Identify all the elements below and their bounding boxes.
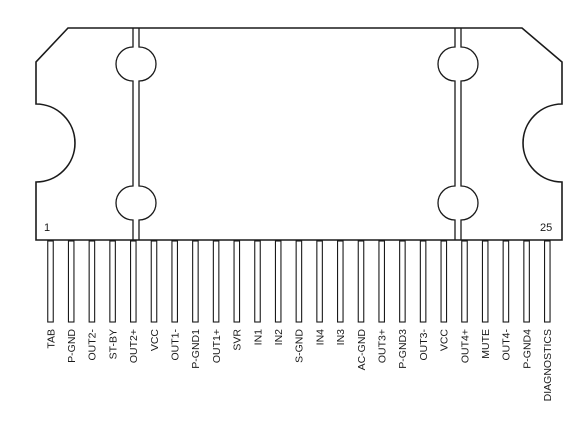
pin-label: P-GND3 [397,329,409,369]
pin-label: VCC [439,329,451,352]
pin-label: SVR [232,329,244,351]
pin-lead [419,240,427,323]
left-slot-outer [115,28,134,240]
pin-lead [212,240,220,323]
pin-label: MUTE [480,329,492,359]
pin-label: OUT4- [501,328,513,360]
pin-label: OUT4+ [459,329,471,363]
pin-label: IN2 [273,329,285,346]
right-slot-inner [460,28,479,240]
pin-label: OUT3- [418,328,430,360]
pin-lead [378,240,386,323]
pin-number-last: 25 [540,222,552,234]
pin-label: DIAGNOSTICS [542,329,554,401]
pin-lead [357,240,365,323]
pin-lead [316,240,323,323]
pin-lead [192,240,199,323]
pin-lead [274,240,282,323]
pin-lead [461,240,468,323]
pin-lead [150,240,158,323]
pin-lead [543,240,551,323]
pin-label: S-GND [294,329,306,363]
pin-lead [130,240,137,323]
pin-label: OUT2- [87,328,99,360]
pin-label: OUT2+ [128,329,140,363]
right-slot-outer [437,28,456,240]
pin-group: TAB P-GND OUT2- ST-BY OUT2+ VCC OUT1- P-GND1 OUT… [45,240,554,401]
pin-label: OUT3+ [377,329,389,363]
left-slot-inner [138,28,157,240]
package-body [35,27,563,241]
pin-label: P-GND1 [190,329,202,369]
pin-lead [481,240,489,323]
pin-label: P-GND [66,329,78,363]
pin-label: IN1 [252,329,264,346]
pin-lead [399,240,406,323]
pin-label: VCC [149,329,161,352]
pin-lead [88,240,96,323]
pin-label: OUT1- [170,328,182,360]
pin-lead [109,240,116,323]
pin-label: TAB [45,329,57,349]
pin-lead [295,240,303,323]
pin-lead [233,240,241,323]
pin-label: OUT1+ [211,329,223,363]
pin-lead [47,240,54,323]
pin-lead [502,240,510,323]
pin-lead [67,240,75,323]
pin-label: AC-GND [356,329,368,371]
pin-lead [523,240,530,323]
pin-label: IN4 [314,329,326,346]
pin-lead [440,240,448,323]
pin-label: IN3 [335,329,347,346]
pin-number-first: 1 [44,222,50,234]
pin-label: P-GND4 [521,329,533,369]
pin-lead [336,240,344,323]
pin-lead [254,240,261,323]
pin-label: ST-BY [107,329,119,359]
pin-lead [171,240,178,323]
